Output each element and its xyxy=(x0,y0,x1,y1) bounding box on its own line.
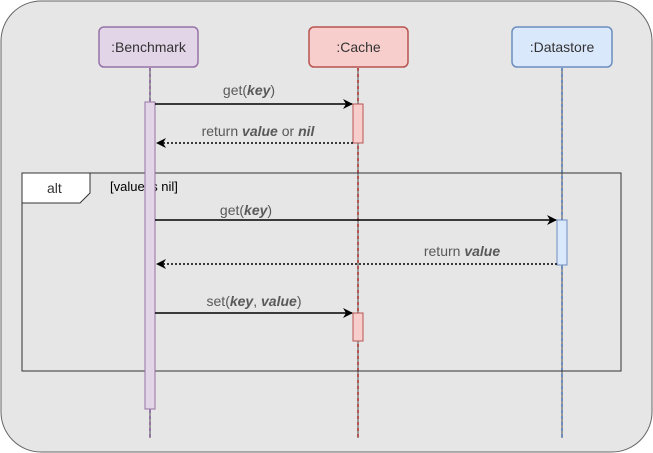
alt-guard-label: [value is nil] xyxy=(110,179,178,194)
svg-text:return value: return value xyxy=(424,243,500,259)
message-4-prefix: return xyxy=(424,243,464,259)
message-2-prefix: return xyxy=(202,123,242,139)
activation-datastore xyxy=(556,219,568,266)
message-5-mid: , xyxy=(253,293,261,309)
participant-benchmark-label: :Benchmark xyxy=(111,39,187,55)
message-1-suffix: ) xyxy=(270,82,275,98)
svg-text:set(key, value): set(key, value) xyxy=(207,293,302,309)
activation-benchmark xyxy=(144,101,156,410)
message-3-suffix: ) xyxy=(267,202,272,218)
message-4-arg-value: value xyxy=(464,243,500,259)
participant-benchmark: :Benchmark xyxy=(98,26,199,68)
message-5-arg-value: value xyxy=(261,293,297,309)
message-get-key-to-datastore: get(key) xyxy=(155,202,557,225)
svg-text:get(key): get(key) xyxy=(223,82,275,98)
message-5-arg-key: key xyxy=(230,293,255,309)
message-set-key-value: set(key, value) xyxy=(155,293,353,318)
message-get-key-to-cache: get(key) xyxy=(155,82,353,109)
message-2-mid: or xyxy=(278,123,298,139)
participant-cache-label: :Cache xyxy=(336,39,381,55)
svg-text:get(key): get(key) xyxy=(220,202,272,218)
activation-cache-2 xyxy=(352,312,364,342)
alt-operator-label: alt xyxy=(47,180,62,196)
message-2-arg-nil: nil xyxy=(298,123,315,139)
message-2-arg-value: value xyxy=(242,123,278,139)
message-return-value: return value xyxy=(156,243,557,269)
message-3-prefix: get( xyxy=(220,202,244,218)
alt-fragment: alt [value is nil] xyxy=(21,172,622,372)
svg-text:return value or nil: return value or nil xyxy=(202,123,316,139)
participant-cache: :Cache xyxy=(308,26,409,68)
message-1-prefix: get( xyxy=(223,82,247,98)
message-1-arg-key: key xyxy=(247,82,272,98)
message-return-value-or-nil: return value or nil xyxy=(156,123,353,148)
message-3-arg-key: key xyxy=(244,202,269,218)
activation-cache-1 xyxy=(352,103,364,144)
message-5-prefix: set( xyxy=(207,293,231,309)
participant-datastore: :Datastore xyxy=(511,26,613,68)
message-5-suffix: ) xyxy=(297,293,302,309)
participant-datastore-label: :Datastore xyxy=(530,39,595,55)
